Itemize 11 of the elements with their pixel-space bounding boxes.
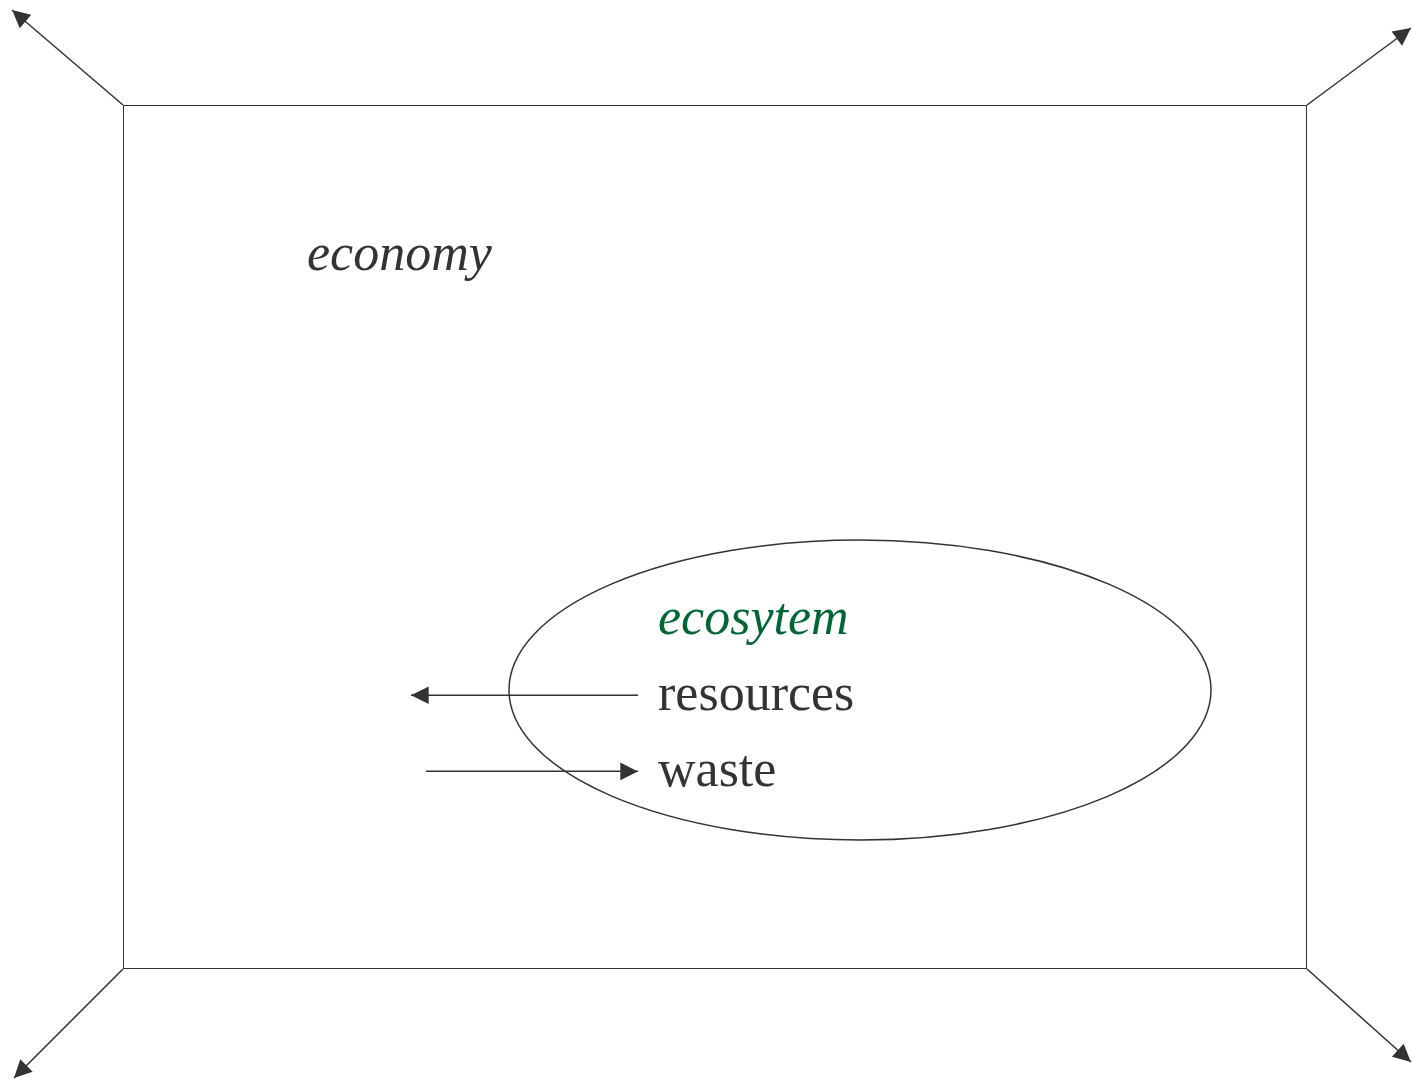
waste-label: waste: [658, 740, 777, 797]
economy-rectangle: [123, 105, 1307, 969]
arrow: [410, 686, 639, 705]
arrow: [1306, 27, 1412, 106]
resources-label: resources: [658, 664, 855, 721]
arrow: [425, 762, 639, 781]
arrow: [11, 9, 124, 106]
economy-title: economy: [307, 227, 492, 279]
arrow: [1306, 968, 1412, 1063]
ecosystem-title: ecosytem: [658, 591, 849, 643]
arrow: [13, 968, 124, 1079]
